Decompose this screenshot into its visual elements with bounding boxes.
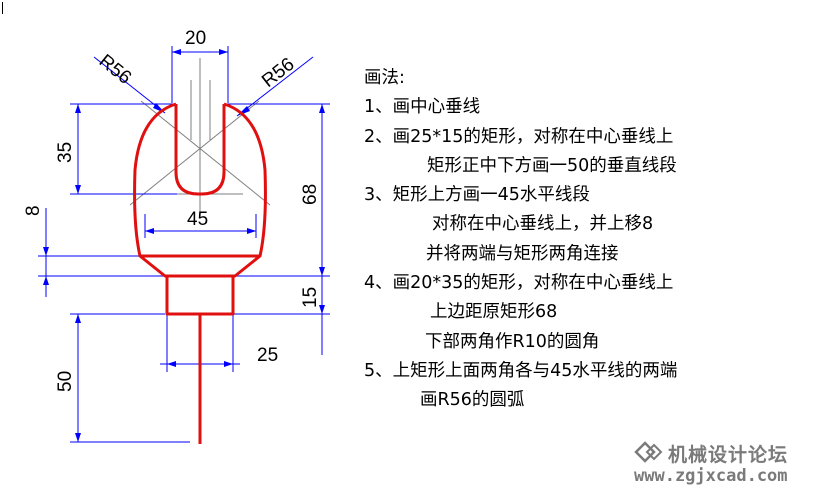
instruction-line: 矩形正中下方画一50的垂直线段	[427, 155, 677, 176]
diagonal-construction-2	[129, 100, 260, 206]
dim-offset: 8	[23, 205, 44, 216]
dim-radius-right: R56	[258, 54, 298, 92]
diagonal-construction-1	[140, 100, 271, 206]
instruction-line: 下部两角作R10的圆角	[425, 331, 600, 352]
dim-radius-left: R56	[95, 51, 135, 89]
instruction-line: 3、矩形上方画一45水平线段	[364, 185, 590, 206]
neck-rectangle	[165, 274, 235, 316]
dimension-lines	[38, 46, 330, 443]
watermark-logo: 机械设计论坛 www.zgjxcad.com	[634, 438, 818, 492]
watermark-url: www.zgjxcad.com	[634, 466, 788, 486]
instruction-line: 上边距原矩形68	[430, 302, 558, 323]
watermark-title: 机械设计论坛	[668, 444, 789, 466]
instructions-title: 画法:	[364, 68, 405, 88]
dim-neck-width: 25	[257, 345, 278, 366]
dim-total-height: 68	[300, 184, 321, 205]
instruction-line: 对称在中心垂线上，并上移8	[432, 214, 654, 235]
part-outline	[133, 102, 267, 444]
drawing-instructions: 画法: 1、画中心垂线 2、画25*15的矩形，对称在中心垂线上 矩形正中下方画…	[364, 64, 814, 416]
instruction-line: 4、画20*35的矩形，对称在中心垂线上	[364, 273, 674, 294]
construction-lines	[129, 58, 271, 212]
instruction-line: 画R56的圆弧	[420, 390, 525, 411]
dim-rect-height: 35	[55, 142, 76, 163]
arrowheads	[43, 49, 325, 442]
instruction-line: 并将两端与矩形两角连接	[426, 243, 619, 264]
diamond-logo-icon	[634, 441, 663, 463]
dim-mid-width: 45	[187, 209, 208, 230]
dim-stem-length: 50	[55, 371, 76, 392]
instruction-line: 5、上矩形上面两角各与45水平线的两端	[364, 360, 678, 381]
dim-neck-height: 15	[300, 287, 321, 308]
inner-slot	[174, 104, 226, 196]
instruction-line: 1、画中心垂线	[364, 97, 481, 118]
text-cursor	[2, 2, 3, 14]
instruction-line: 2、画25*15的矩形，对称在中心垂线上	[364, 126, 674, 147]
dim-top-width: 20	[185, 28, 206, 49]
